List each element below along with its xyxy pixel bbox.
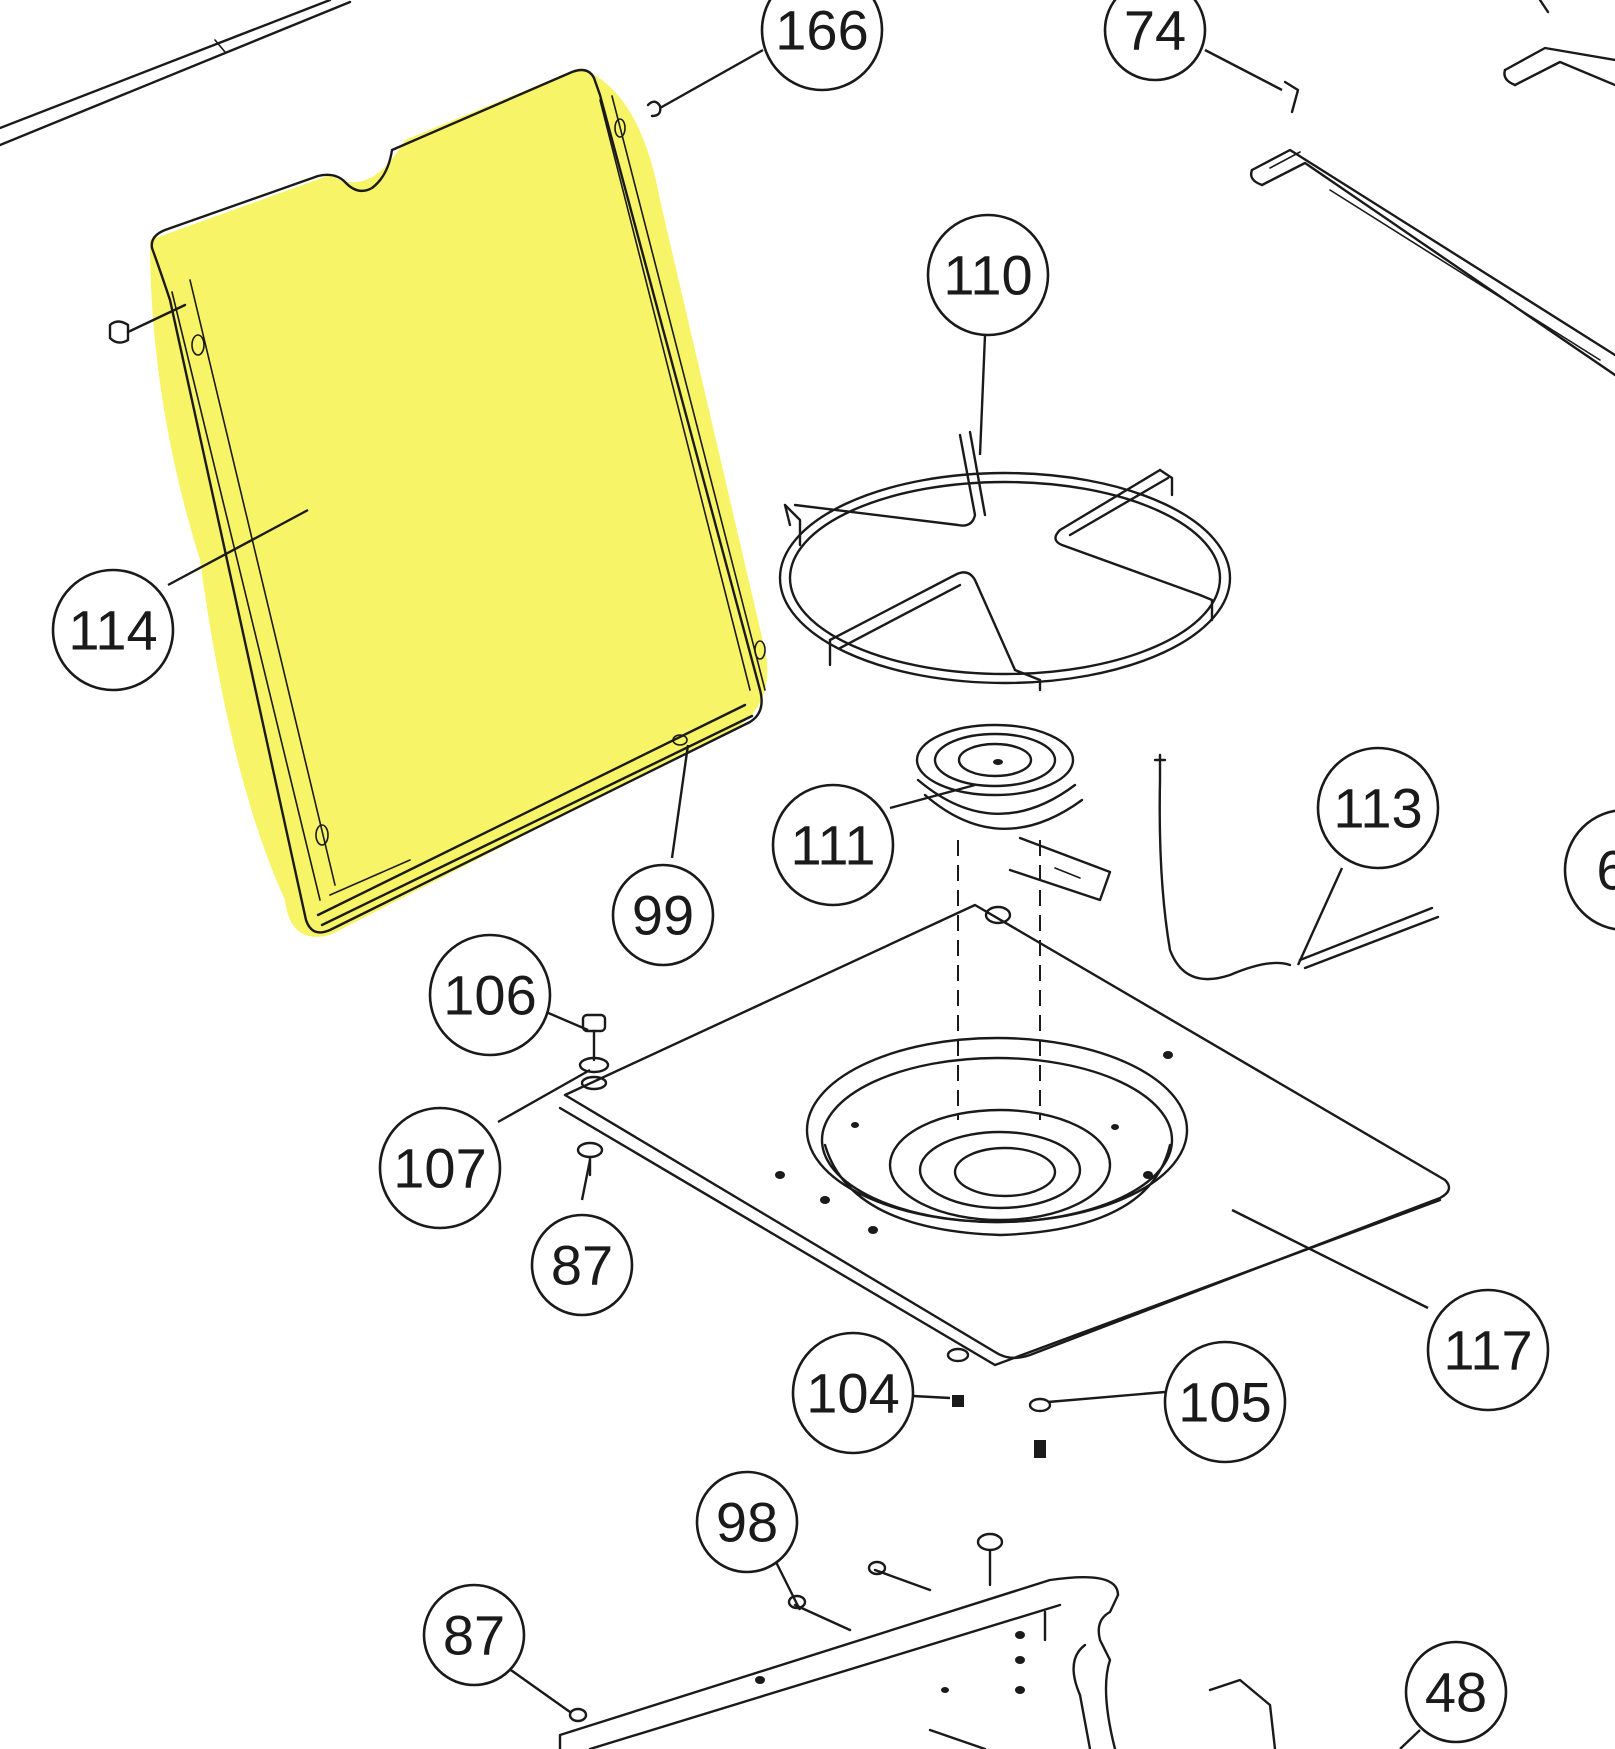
callout-98[interactable]: 98 xyxy=(695,1470,799,1574)
callout-111[interactable]: 111 xyxy=(771,783,895,907)
callout-105[interactable]: 105 xyxy=(1163,1340,1287,1464)
part-87-nut-upper[interactable] xyxy=(576,1141,604,1177)
callout-110[interactable]: 110 xyxy=(926,213,1050,337)
top-rail xyxy=(0,0,352,147)
part-114-panel[interactable] xyxy=(108,68,768,937)
part-111-burner[interactable] xyxy=(915,723,1112,902)
callout-74[interactable]: 74 xyxy=(1103,0,1207,82)
callout-87-upper-label: 87 xyxy=(551,1234,613,1297)
callout-113-label: 113 xyxy=(1333,777,1422,840)
callout-114[interactable]: 114 xyxy=(51,568,175,692)
leader-lines xyxy=(167,48,1429,1749)
callout-99-label: 99 xyxy=(632,884,694,947)
part-106-screw[interactable] xyxy=(578,1013,610,1091)
part-117-plate[interactable] xyxy=(558,903,1451,1367)
callout-87-lower[interactable]: 87 xyxy=(422,1583,526,1687)
callout-107[interactable]: 107 xyxy=(378,1106,502,1230)
callout-107-label: 107 xyxy=(393,1137,486,1200)
part-110-grate[interactable] xyxy=(778,430,1232,692)
callout-110-label: 110 xyxy=(943,244,1032,307)
callout-87-lower-label: 87 xyxy=(443,1604,505,1667)
callout-48-label: 48 xyxy=(1425,1661,1487,1724)
callout-74-label: 74 xyxy=(1124,0,1186,62)
callout-87-upper[interactable]: 87 xyxy=(530,1213,634,1317)
bottom-bracket[interactable] xyxy=(558,1532,1277,1749)
part-113-wire[interactable] xyxy=(1153,753,1440,981)
alignment-lines xyxy=(957,840,1041,1120)
callout-166[interactable]: 166 xyxy=(760,0,884,92)
callout-98-label: 98 xyxy=(716,1491,778,1554)
callout-48[interactable]: 48 xyxy=(1404,1640,1508,1744)
callout-104[interactable]: 104 xyxy=(791,1331,915,1455)
part-105-screw[interactable] xyxy=(1028,1397,1052,1458)
callout-104-label: 104 xyxy=(806,1362,899,1425)
callout-105-label: 105 xyxy=(1178,1371,1271,1434)
part-114-highlight xyxy=(150,68,768,937)
callout-6-label: 6 xyxy=(1596,839,1615,902)
part-104-screw[interactable] xyxy=(946,1347,970,1407)
callout-117[interactable]: 117 xyxy=(1426,1288,1550,1412)
part-166-clip[interactable] xyxy=(646,100,662,118)
burner-tubes xyxy=(1249,0,1615,377)
callout-106[interactable]: 106 xyxy=(428,933,552,1057)
callout-113[interactable]: 113 xyxy=(1316,746,1440,870)
callout-111-label: 111 xyxy=(790,814,875,877)
callout-166-label: 166 xyxy=(775,0,868,62)
callout-114-label: 114 xyxy=(68,599,157,662)
callout-106-label: 106 xyxy=(443,964,536,1027)
callout-117-label: 117 xyxy=(1443,1319,1532,1382)
callout-6[interactable]: 6 xyxy=(1563,809,1615,931)
callout-99[interactable]: 99 xyxy=(611,863,715,967)
